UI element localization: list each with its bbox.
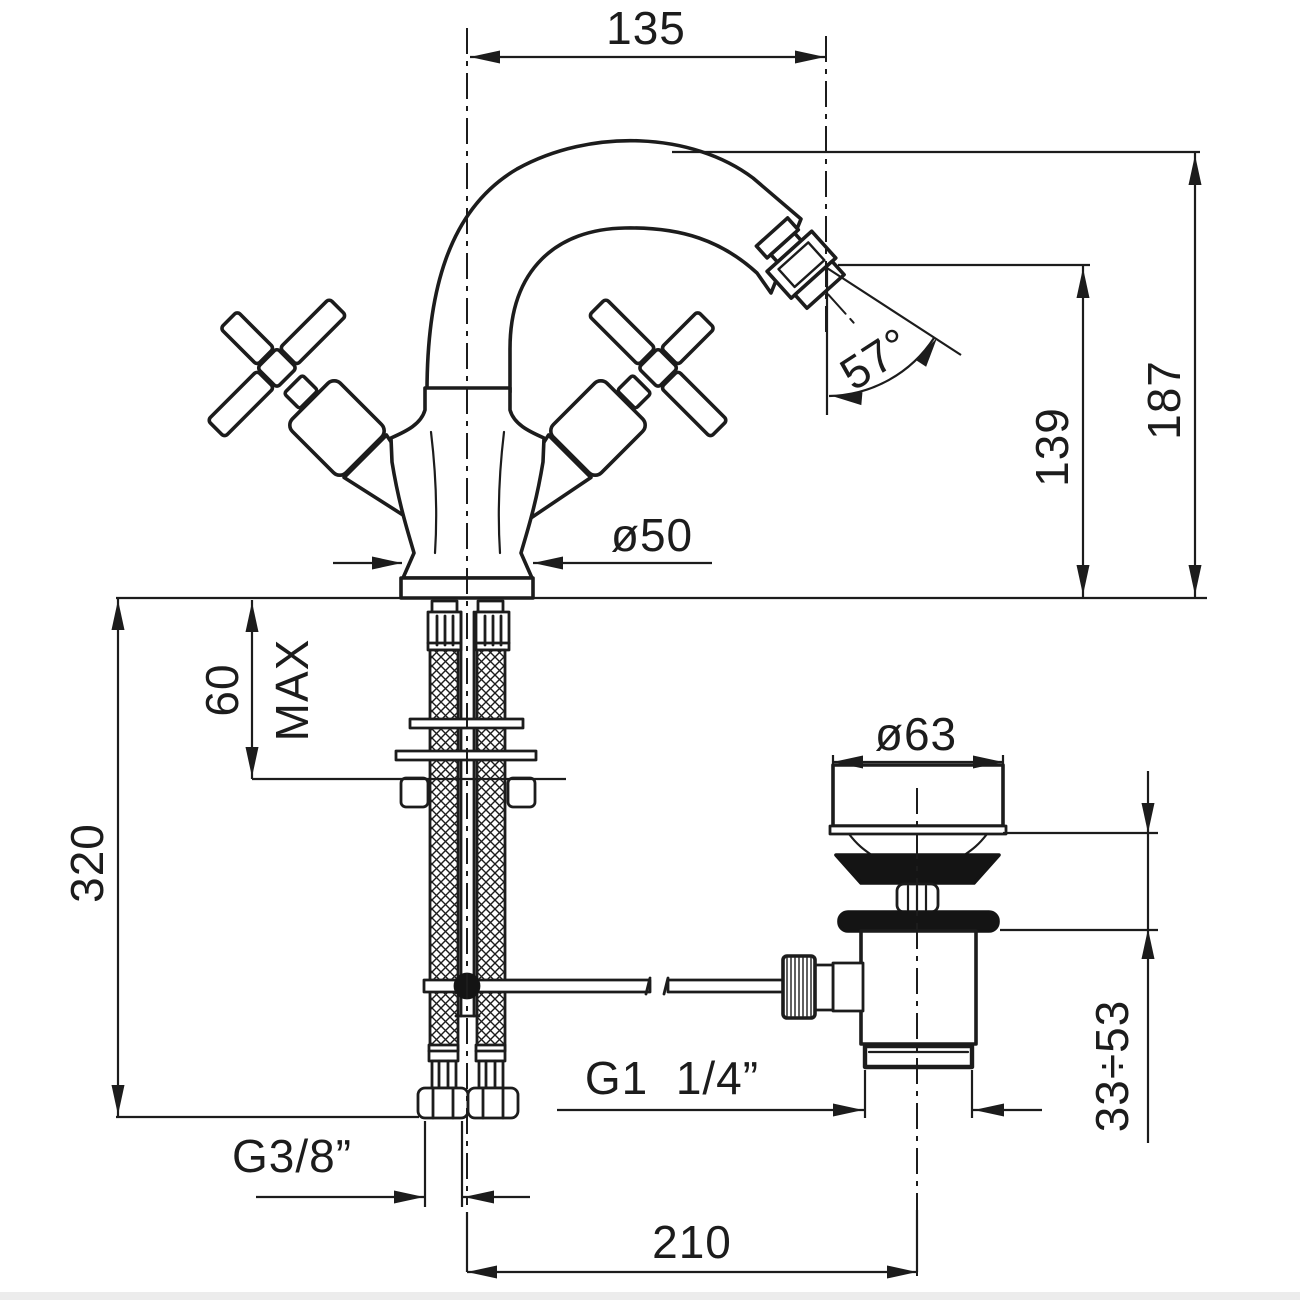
body-contour-left (429, 430, 438, 555)
centerlines (466, 28, 918, 1283)
dim-139-label: 139 (1026, 407, 1078, 487)
dim-o50-label: ø50 (611, 509, 693, 561)
supply-thread-label: G3/8” (232, 1130, 352, 1182)
dim-max-label: MAX (266, 639, 318, 742)
dim-187-label: 187 (1138, 360, 1190, 440)
body-contour-right (497, 430, 506, 555)
dim-33-53-label: 33÷53 (1086, 1000, 1138, 1133)
page-edge (0, 1292, 1300, 1300)
reference-lines (116, 150, 1207, 1119)
dim-320-label: 320 (61, 823, 113, 903)
dim-60-label: 60 (196, 663, 248, 716)
dimensions: 135 ø50 ø63 G3/8” G1 1/4” 210 57° 139 18… (61, 2, 1202, 1279)
drain-thread-label: G1 1/4” (585, 1052, 759, 1104)
aerator (754, 216, 855, 324)
spout (425, 138, 803, 394)
dim-135-label: 135 (606, 2, 686, 54)
dim-210-label: 210 (652, 1216, 732, 1268)
dim-o63-label: ø63 (875, 708, 957, 760)
